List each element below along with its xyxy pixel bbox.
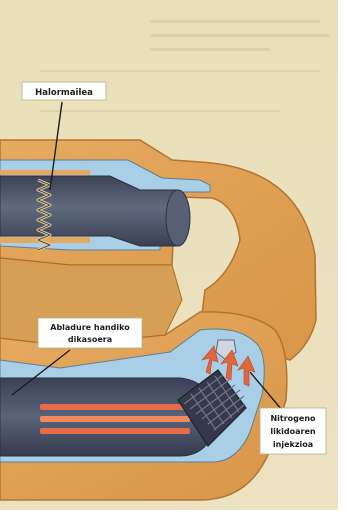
label-halormailea: Halormailea — [35, 88, 93, 98]
upper-stripe-top — [0, 170, 90, 175]
upper-barrel-end — [166, 190, 190, 246]
heat-coil-3 — [40, 428, 190, 434]
label-nitrogeno-line2: likidoaren — [270, 427, 316, 436]
label-abladure-line1: Abladure handiko — [50, 323, 130, 332]
heat-coil-1 — [40, 404, 190, 410]
label-nitrogeno-line1: Nitrogeno — [270, 414, 316, 423]
white-border-bottom — [0, 510, 347, 524]
heat-coils — [40, 404, 190, 434]
white-border-right — [338, 0, 347, 524]
label-abladure-line2: dikasoera — [68, 335, 112, 344]
heat-coil-2 — [40, 416, 190, 422]
label-nitrogeno-line3: injekzioa — [273, 440, 313, 449]
